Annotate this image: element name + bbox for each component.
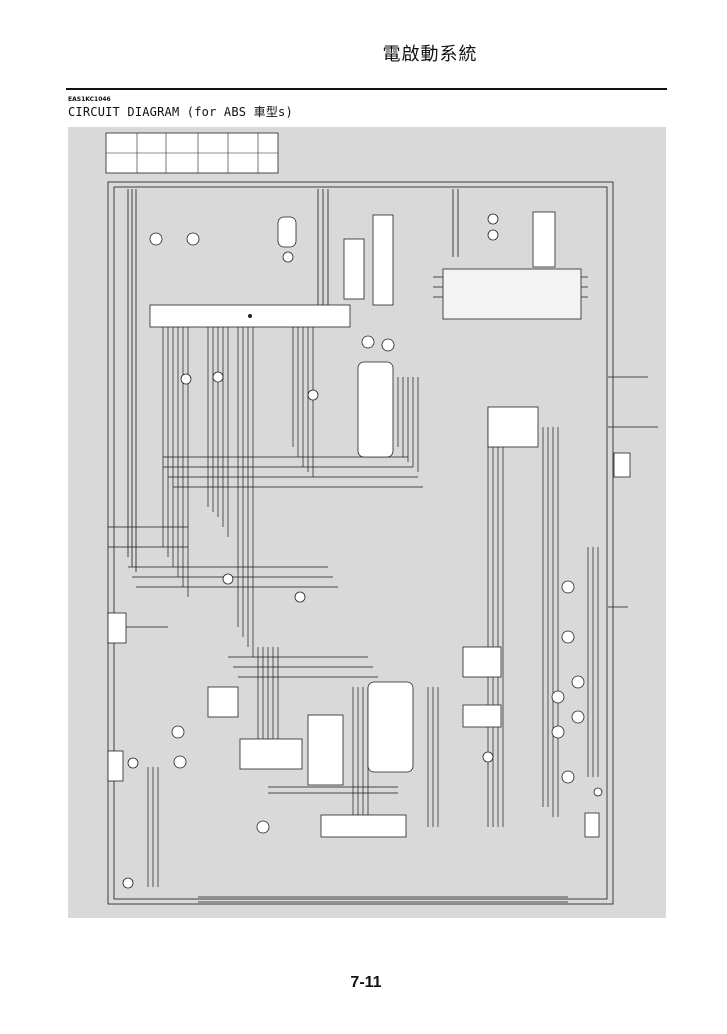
- circular-components: [122, 213, 603, 889]
- section-code: EAS1KC1046: [68, 96, 111, 103]
- circuit-diagram-canvas: [105, 132, 658, 905]
- connector-legend: [105, 132, 279, 174]
- header-divider: [66, 88, 667, 90]
- page-number: 7-11: [350, 974, 382, 991]
- chapter-title: 電啟動系統: [382, 44, 478, 65]
- ecu-bus-bar: [149, 304, 351, 328]
- right-harness: [397, 276, 599, 827]
- connector-blocks: [107, 211, 631, 838]
- section-title: CIRCUIT DIAGRAM (for ABS 車型s): [68, 105, 293, 119]
- lower-harness: [147, 647, 439, 887]
- circuit-diagram: [68, 127, 666, 918]
- left-harness: [128, 327, 423, 657]
- main-wire-frame: [107, 181, 658, 905]
